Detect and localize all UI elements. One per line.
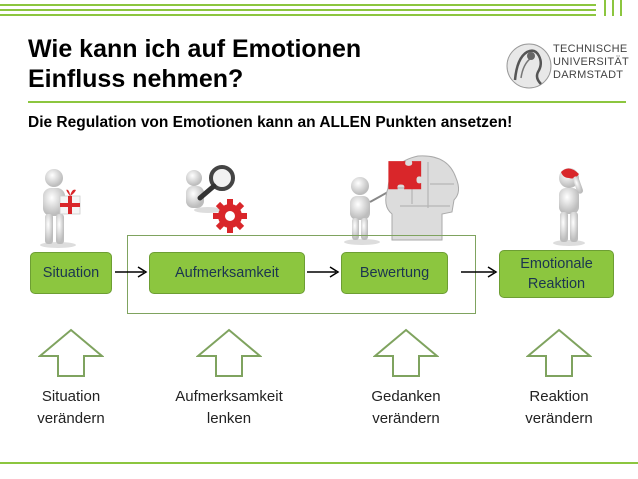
strategy-attention-caption: Aufmerksamkeit lenken: [175, 388, 283, 427]
up-arrow-icon: [38, 328, 104, 377]
right-arrow-icon: [461, 266, 498, 278]
response-label-line1: Emotionale: [520, 256, 593, 272]
right-arrow-icon: [115, 266, 148, 278]
person-brain-puzzle-icon: [344, 155, 460, 245]
up-arrow-icon: [373, 328, 439, 377]
person-with-gift-icon: [40, 169, 81, 248]
slide-title-line1: Wie kann ich auf Emotionen: [28, 35, 362, 63]
situation-label: Situation: [42, 265, 100, 281]
slide-title-line2: Einfluss nehmen?: [28, 65, 244, 93]
footer-divider: [0, 462, 638, 464]
title-divider: [28, 101, 626, 103]
process-frame: [127, 235, 476, 314]
appraisal-label: Bewertung: [359, 265, 430, 281]
university-logo: [506, 43, 552, 89]
up-arrow-icon: [526, 328, 592, 377]
strategy-response-caption: Reaktion verändern: [525, 388, 593, 427]
strategy-situation-caption: Situation verändern: [37, 388, 105, 427]
magnifier-gear-icon: [186, 165, 247, 233]
attention-box: Aufmerksamkeit: [149, 252, 305, 294]
emotional-response-box: Emotionale Reaktion: [499, 250, 614, 298]
person-thinking-icon: [553, 168, 585, 246]
slide-subtitle: Die Regulation von Emotionen kann an ALL…: [28, 114, 513, 131]
university-logo-text: TECHNISCHE UNIVERSITÄT DARMSTADT: [553, 43, 630, 81]
up-arrow-icon: [196, 328, 262, 377]
appraisal-box: Bewertung: [341, 252, 448, 294]
situation-box: Situation: [30, 252, 112, 294]
attention-label: Aufmerksamkeit: [175, 265, 279, 281]
strategy-thoughts-caption: Gedanken verändern: [371, 388, 441, 427]
top-decoration-stripes: [0, 0, 638, 16]
right-arrow-icon: [307, 266, 340, 278]
slide-title: Wie kann ich auf Emotionen Einfluss nehm…: [28, 34, 458, 94]
response-label-line2: Reaktion: [527, 276, 586, 292]
